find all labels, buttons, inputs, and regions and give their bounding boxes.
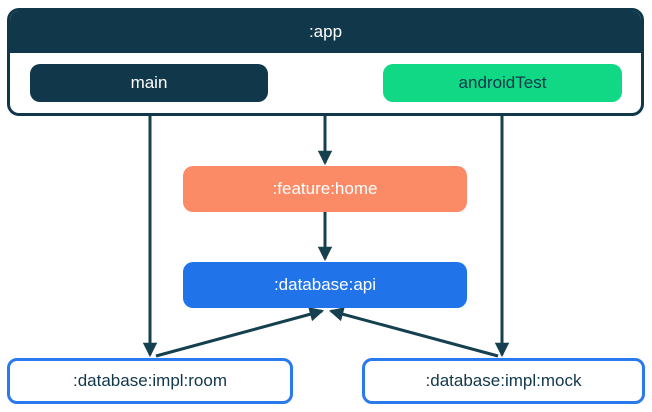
app-module-container: :app main androidTest [7, 8, 644, 116]
app-module-label: :app [308, 22, 343, 41]
node-database-impl-room: :database:impl:room [7, 358, 293, 404]
node-database-api: :database:api [183, 262, 467, 308]
source-set-androidtest-label: androidTest [458, 73, 547, 92]
source-set-androidtest: androidTest [383, 64, 622, 102]
app-module-header: :app [10, 11, 641, 53]
node-database-impl-mock: :database:impl:mock [362, 358, 645, 404]
node-database-impl-mock-label: :database:impl:mock [425, 371, 582, 390]
source-set-main: main [30, 64, 268, 102]
source-set-main-label: main [130, 73, 168, 92]
node-feature-home: :feature:home [183, 166, 467, 212]
node-feature-home-label: :feature:home [272, 179, 378, 198]
node-database-impl-room-label: :database:impl:room [72, 371, 228, 390]
edge-database-impl-mock-to-database-api [328, 307, 499, 358]
node-database-api-label: :database:api [273, 275, 377, 294]
edge-database-impl-room-to-database-api [155, 307, 325, 358]
